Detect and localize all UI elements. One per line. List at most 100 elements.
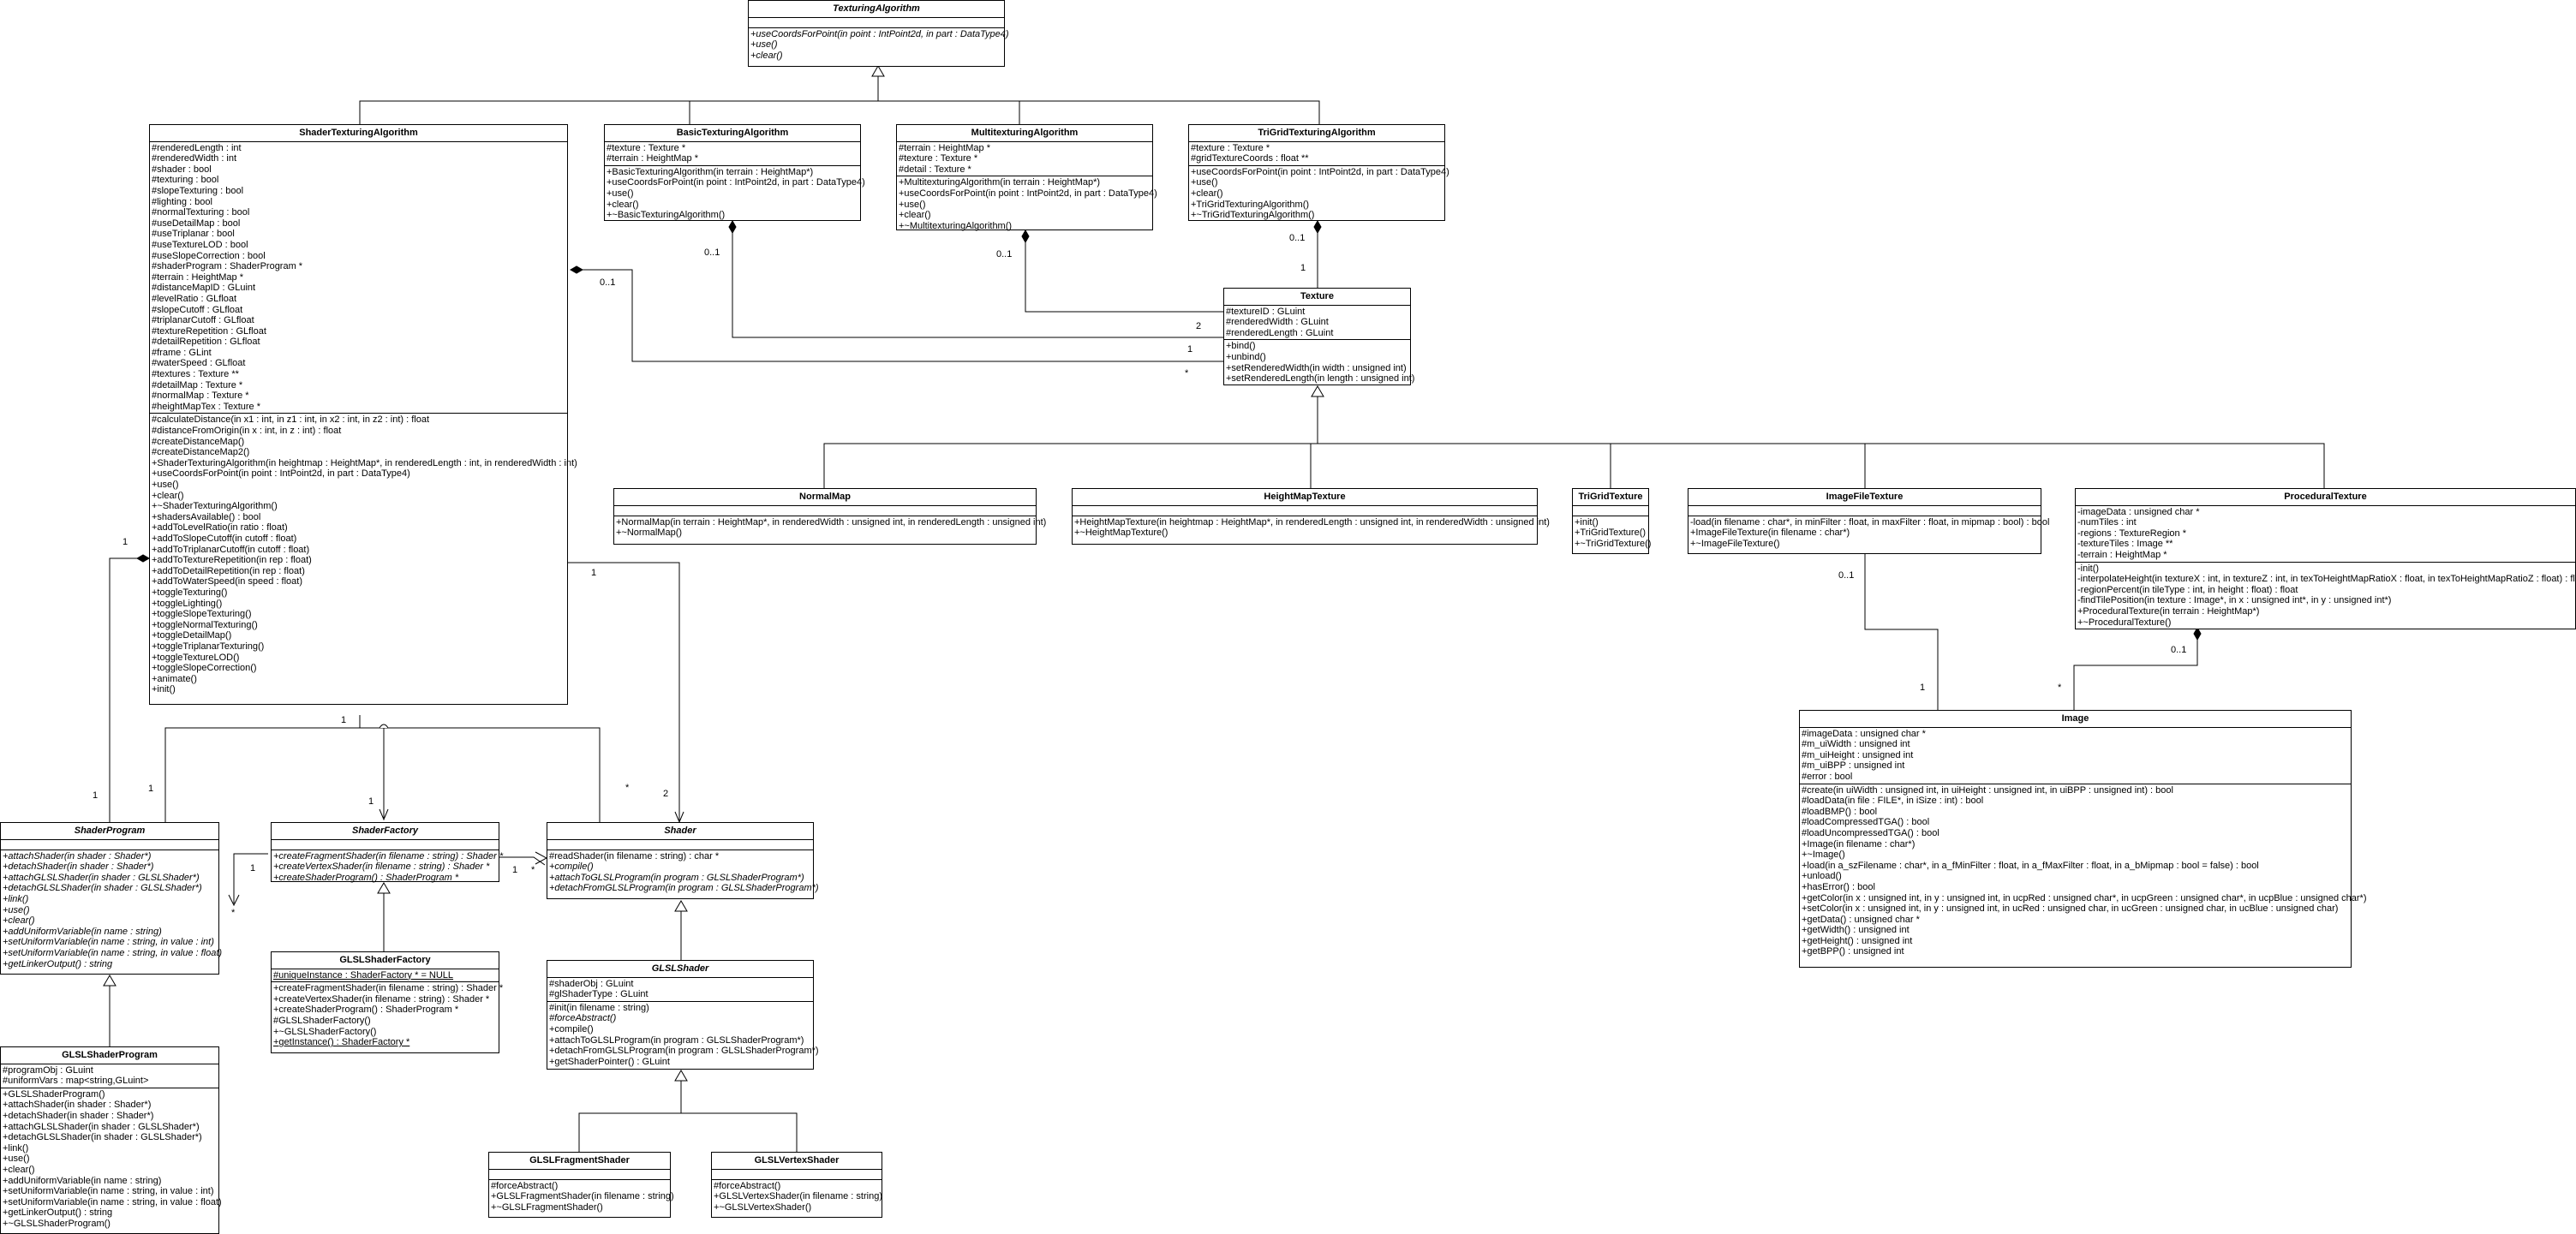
class-attribute: #m_uiWidth : unsigned int	[1802, 739, 1910, 750]
class-operation: +unload()	[1802, 871, 1842, 882]
multiplicity-label: 1	[1187, 344, 1193, 355]
multiplicity-label: 0..1	[996, 249, 1013, 259]
attributes-compartment	[1073, 506, 1537, 516]
class-shader-texturing-algorithm[interactable]: ShaderTexturingAlgorithm#renderedLength …	[149, 124, 577, 705]
class-image[interactable]: Image#imageData : unsigned char *#m_uiWi…	[1799, 710, 2366, 968]
class-operation: +addUniformVariable(in name : string)	[3, 926, 162, 937]
class-operation: +link()	[3, 893, 29, 904]
class-basic-texturing-algorithm[interactable]: BasicTexturingAlgorithm#texture : Textur…	[604, 124, 865, 222]
class-name: ImageFileTexture	[1688, 489, 2041, 506]
class-attribute: #detail : Texture *	[899, 164, 971, 175]
class-operation: +addToLevelRatio(in ratio : float)	[152, 522, 288, 534]
multiplicity-label: 1	[341, 715, 347, 725]
generalization-arrowhead	[1311, 385, 1324, 397]
class-trigrid-texture[interactable]: TriGridTexture +init()+TriGridTexture()+~…	[1572, 488, 1652, 554]
multiplicity-label: 2	[663, 789, 669, 799]
operations-compartment: +MultitexturingAlgorithm(in terrain : He…	[897, 176, 1157, 232]
class-attribute: #useTextureLOD : bool	[152, 239, 248, 250]
class-attribute: #normalMap : Texture *	[152, 390, 249, 402]
class-operation: +unbind()	[1226, 351, 1266, 362]
class-operation: +toggleSlopeCorrection()	[152, 663, 257, 674]
multiplicity-label: 1	[591, 568, 597, 578]
class-attribute: #m_uiBPP : unsigned int	[1802, 760, 1905, 772]
class-attribute: #useTriplanar : bool	[152, 229, 235, 240]
class-attribute: #imageData : unsigned char *	[1802, 728, 1926, 739]
attributes-compartment	[547, 840, 813, 850]
class-glsl-fragment-shader[interactable]: GLSLFragmentShader#forceAbstract()+GLSLF…	[488, 1152, 674, 1218]
multiplicity-label: *	[531, 865, 535, 875]
class-attribute: #error : bool	[1802, 771, 1853, 782]
class-operation: +createVertexShader(in filename : string…	[273, 861, 490, 873]
class-operation: +attachShader(in shader : Shader*)	[3, 850, 152, 861]
class-name: GLSLShaderProgram	[1, 1047, 218, 1064]
class-attribute: #renderedWidth : GLuint	[1226, 317, 1329, 328]
class-operation: +~MultitexturingAlgorithm()	[899, 220, 1013, 231]
attributes-compartment: #texture : Texture *#terrain : HeightMap…	[605, 142, 860, 166]
class-attribute: -regions : TextureRegion *	[2077, 528, 2186, 539]
class-glsl-shader[interactable]: GLSLShader#shaderObj : GLuint#glShaderTy…	[547, 960, 819, 1070]
class-operation: +setUniformVariable(in name : string, in…	[3, 1186, 214, 1197]
class-attribute: #distanceMapID : GLuint	[152, 283, 256, 294]
class-attribute: #renderedLength : int	[152, 142, 242, 153]
attributes-compartment: #textureID : GLuint#renderedWidth : GLui…	[1224, 306, 1410, 341]
class-operation: +getBPP() : unsigned int	[1802, 946, 1904, 957]
attributes-compartment	[272, 840, 499, 850]
class-attribute: #programObj : GLuint	[3, 1064, 93, 1076]
class-operation: +toggleTriplanarTexturing()	[152, 641, 265, 652]
association-line	[1864, 554, 1939, 710]
class-operation: +attachGLSLShader(in shader : GLSLShader…	[3, 872, 200, 883]
class-operation: #forceAbstract()	[491, 1180, 559, 1191]
class-operation: +getLinkerOutput() : string	[3, 958, 113, 969]
class-operation: #createDistanceMap2()	[152, 447, 250, 458]
class-attribute: -numTiles : int	[2077, 517, 2137, 528]
class-shader[interactable]: Shader#readShader(in filename : string) …	[547, 822, 819, 899]
operations-compartment: +BasicTexturingAlgorithm(in terrain : He…	[605, 166, 865, 222]
class-operation: +useCoordsForPoint(in point : IntPoint2d…	[750, 28, 1009, 39]
class-texturing-algorithm[interactable]: TexturingAlgorithm+useCoordsForPoint(in …	[748, 0, 1009, 67]
class-operation: +detachShader(in shader : Shader*)	[3, 1110, 154, 1121]
operations-compartment: +GLSLShaderProgram()+attachShader(in sha…	[1, 1088, 222, 1231]
class-attribute: #texture : Texture *	[607, 142, 686, 153]
class-procedural-texture[interactable]: ProceduralTexture-imageData : unsigned c…	[2075, 488, 2576, 629]
class-shader-factory[interactable]: ShaderFactory+createFragmentShader(in fi…	[271, 822, 503, 883]
multiplicity-label: 0..1	[1838, 570, 1855, 581]
class-operation: +~ImageFileTexture()	[1690, 538, 1780, 549]
class-name: ShaderFactory	[272, 823, 499, 840]
class-texture[interactable]: Texture#textureID : GLuint#renderedWidth…	[1223, 288, 1415, 385]
class-operation: +Image(in filename : char*)	[1802, 838, 1916, 849]
class-glsl-shader-program[interactable]: GLSLShaderProgram#programObj : GLuint#un…	[0, 1046, 222, 1234]
multiplicity-label: 1	[1300, 263, 1306, 273]
class-operation: +setRenderedLength(in length : unsigned …	[1226, 373, 1415, 385]
class-operation: +use()	[607, 188, 634, 199]
generalization-arrowhead	[103, 975, 117, 987]
class-operation: -interpolateHeight(in textureX : int, in…	[2077, 574, 2576, 585]
class-operation: +useCoordsForPoint(in point : IntPoint2d…	[1191, 166, 1449, 177]
class-glsl-shader-factory[interactable]: GLSLShaderFactory#uniqueInstance : Shade…	[271, 951, 503, 1053]
class-operation: +GLSLVertexShader(in filename : string)	[714, 1191, 882, 1202]
operations-compartment: +init()+TriGridTexture()+~TriGridTexture…	[1573, 516, 1652, 551]
class-operation: +shadersAvailable() : bool	[152, 511, 261, 522]
class-name: HeightMapTexture	[1073, 489, 1537, 506]
class-trigrid-texturing-algorithm[interactable]: TriGridTexturingAlgorithm#texture : Text…	[1188, 124, 1449, 221]
class-name: TriGridTexture	[1573, 489, 1648, 506]
multiplicity-label: 2	[1196, 321, 1202, 331]
composition-diamond	[2193, 626, 2202, 641]
class-normal-map[interactable]: NormalMap+NormalMap(in terrain : HeightM…	[613, 488, 1046, 545]
class-shader-program[interactable]: ShaderProgram+attachShader(in shader : S…	[0, 822, 222, 975]
class-operation: +init()	[152, 684, 176, 695]
class-height-map-texture[interactable]: HeightMapTexture+HeightMapTexture(in hei…	[1072, 488, 1550, 545]
class-glsl-vertex-shader[interactable]: GLSLVertexShader#forceAbstract()+GLSLVer…	[711, 1152, 882, 1218]
class-operation: +createShaderProgram() : ShaderProgram *	[273, 1004, 459, 1016]
association-line	[568, 562, 680, 820]
class-name: GLSLShader	[547, 961, 813, 978]
class-attribute: #glShaderType : GLuint	[549, 989, 648, 1000]
composition-diamond	[135, 554, 151, 563]
association-line	[233, 853, 268, 903]
class-multitexturing-algorithm[interactable]: MultitexturingAlgorithm#terrain : Height…	[896, 124, 1157, 232]
class-operation: +~TriGridTexture()	[1575, 538, 1652, 549]
class-attribute: -terrain : HeightMap *	[2077, 549, 2167, 560]
association-line	[1025, 239, 1223, 313]
class-operation: +attachGLSLShader(in shader : GLSLShader…	[3, 1121, 200, 1132]
class-image-file-texture[interactable]: ImageFileTexture-load(in filename : char…	[1688, 488, 2049, 554]
class-operation: +addToWaterSpeed(in speed : float)	[152, 576, 303, 587]
